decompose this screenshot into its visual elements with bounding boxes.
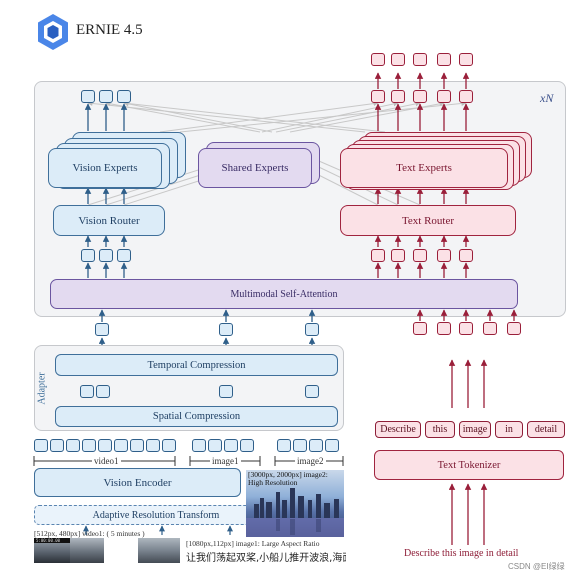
text-router: Text Router <box>340 205 516 236</box>
vision-output-token <box>99 90 113 103</box>
image1-token-label: image1 <box>210 456 241 466</box>
video-patch-token <box>162 439 176 452</box>
video1-frame-1 <box>34 538 70 563</box>
ernie-logo <box>36 13 70 51</box>
adapter-token <box>219 385 233 398</box>
vision-experts: Vision Experts <box>48 148 162 188</box>
text-token-in: in <box>495 421 523 438</box>
text-output-token <box>413 90 427 103</box>
image1-patch-token <box>240 439 254 452</box>
adapter-token <box>80 385 94 398</box>
watermark: CSDN @EI绿绿 <box>508 562 565 571</box>
vision-encoder: Vision Encoder <box>34 468 241 497</box>
video1-frame-3 <box>138 538 180 563</box>
spatial-compression: Spatial Compression <box>55 406 338 427</box>
shared-experts: Shared Experts <box>198 148 312 188</box>
multimodal-self-attention: Multimodal Self-Attention <box>50 279 518 309</box>
vision-input-token <box>95 323 109 336</box>
image1-text-strip: 让我们荡起双桨,小船儿推开波浪,海面 <box>186 553 346 562</box>
adapter-token <box>305 385 319 398</box>
final-output-token <box>371 53 385 66</box>
image2-city-photo <box>246 470 344 537</box>
text-token-detail: detail <box>527 421 565 438</box>
video-patch-token <box>98 439 112 452</box>
text-tokenizer: Text Tokenizer <box>374 450 564 480</box>
image2-patch-token <box>277 439 291 452</box>
video-timestamp: 5:00:00.00 <box>36 538 61 543</box>
text-hidden-token <box>391 249 405 262</box>
vision-output-token <box>81 90 95 103</box>
layer-repeat-label: xN <box>540 91 554 105</box>
text-input-token <box>483 322 497 335</box>
video1-frame-2 <box>70 538 104 563</box>
text-hidden-token <box>459 249 473 262</box>
text-token-image: image <box>459 421 491 438</box>
image2-token-label: image2 <box>295 456 326 466</box>
text-hidden-token <box>413 249 427 262</box>
vision-input-token <box>305 323 319 336</box>
text-token-describe: Describe <box>375 421 421 438</box>
text-input-token <box>413 322 427 335</box>
video-patch-token <box>66 439 80 452</box>
final-output-token <box>391 53 405 66</box>
text-prompt: Describe this image in detail <box>404 548 519 559</box>
video1-caption: [512px, 480px] video1: ( 5 minutes ) <box>34 529 145 538</box>
vision-hidden-token <box>117 249 131 262</box>
vision-hidden-token <box>99 249 113 262</box>
video1-token-label: video1 <box>92 456 121 466</box>
adaptive-resolution-transform: Adaptive Resolution Transform <box>34 505 278 525</box>
temporal-compression: Temporal Compression <box>55 354 338 376</box>
text-input-token <box>459 322 473 335</box>
text-output-token <box>437 90 451 103</box>
video-patch-token <box>82 439 96 452</box>
video-patch-token <box>50 439 64 452</box>
text-output-token <box>391 90 405 103</box>
adapter-token <box>96 385 110 398</box>
text-hidden-token <box>371 249 385 262</box>
vision-router: Vision Router <box>53 205 165 236</box>
final-output-token <box>437 53 451 66</box>
video-patch-token <box>130 439 144 452</box>
image2-patch-token <box>325 439 339 452</box>
image1-patch-token <box>208 439 222 452</box>
video-patch-token <box>146 439 160 452</box>
image1-caption: [1080px,112px] image1: Large Aspect Rati… <box>186 539 320 548</box>
image2-patch-token <box>293 439 307 452</box>
adapter-label: Adapter <box>36 372 48 405</box>
text-output-token <box>459 90 473 103</box>
text-output-token <box>371 90 385 103</box>
text-experts: Text Experts <box>340 148 508 188</box>
text-input-token <box>507 322 521 335</box>
image2-patch-token <box>309 439 323 452</box>
text-hidden-token <box>437 249 451 262</box>
image1-patch-token <box>224 439 238 452</box>
vision-input-token <box>219 323 233 336</box>
page-title: ERNIE 4.5 <box>76 22 143 38</box>
final-output-token <box>413 53 427 66</box>
image1-patch-token <box>192 439 206 452</box>
vision-hidden-token <box>81 249 95 262</box>
text-input-token <box>437 322 451 335</box>
vision-output-token <box>117 90 131 103</box>
final-output-token <box>459 53 473 66</box>
video-patch-token <box>34 439 48 452</box>
image2-caption: [3000px, 2000px] image2: High Resolution <box>248 470 328 487</box>
text-token-this: this <box>425 421 455 438</box>
video-patch-token <box>114 439 128 452</box>
